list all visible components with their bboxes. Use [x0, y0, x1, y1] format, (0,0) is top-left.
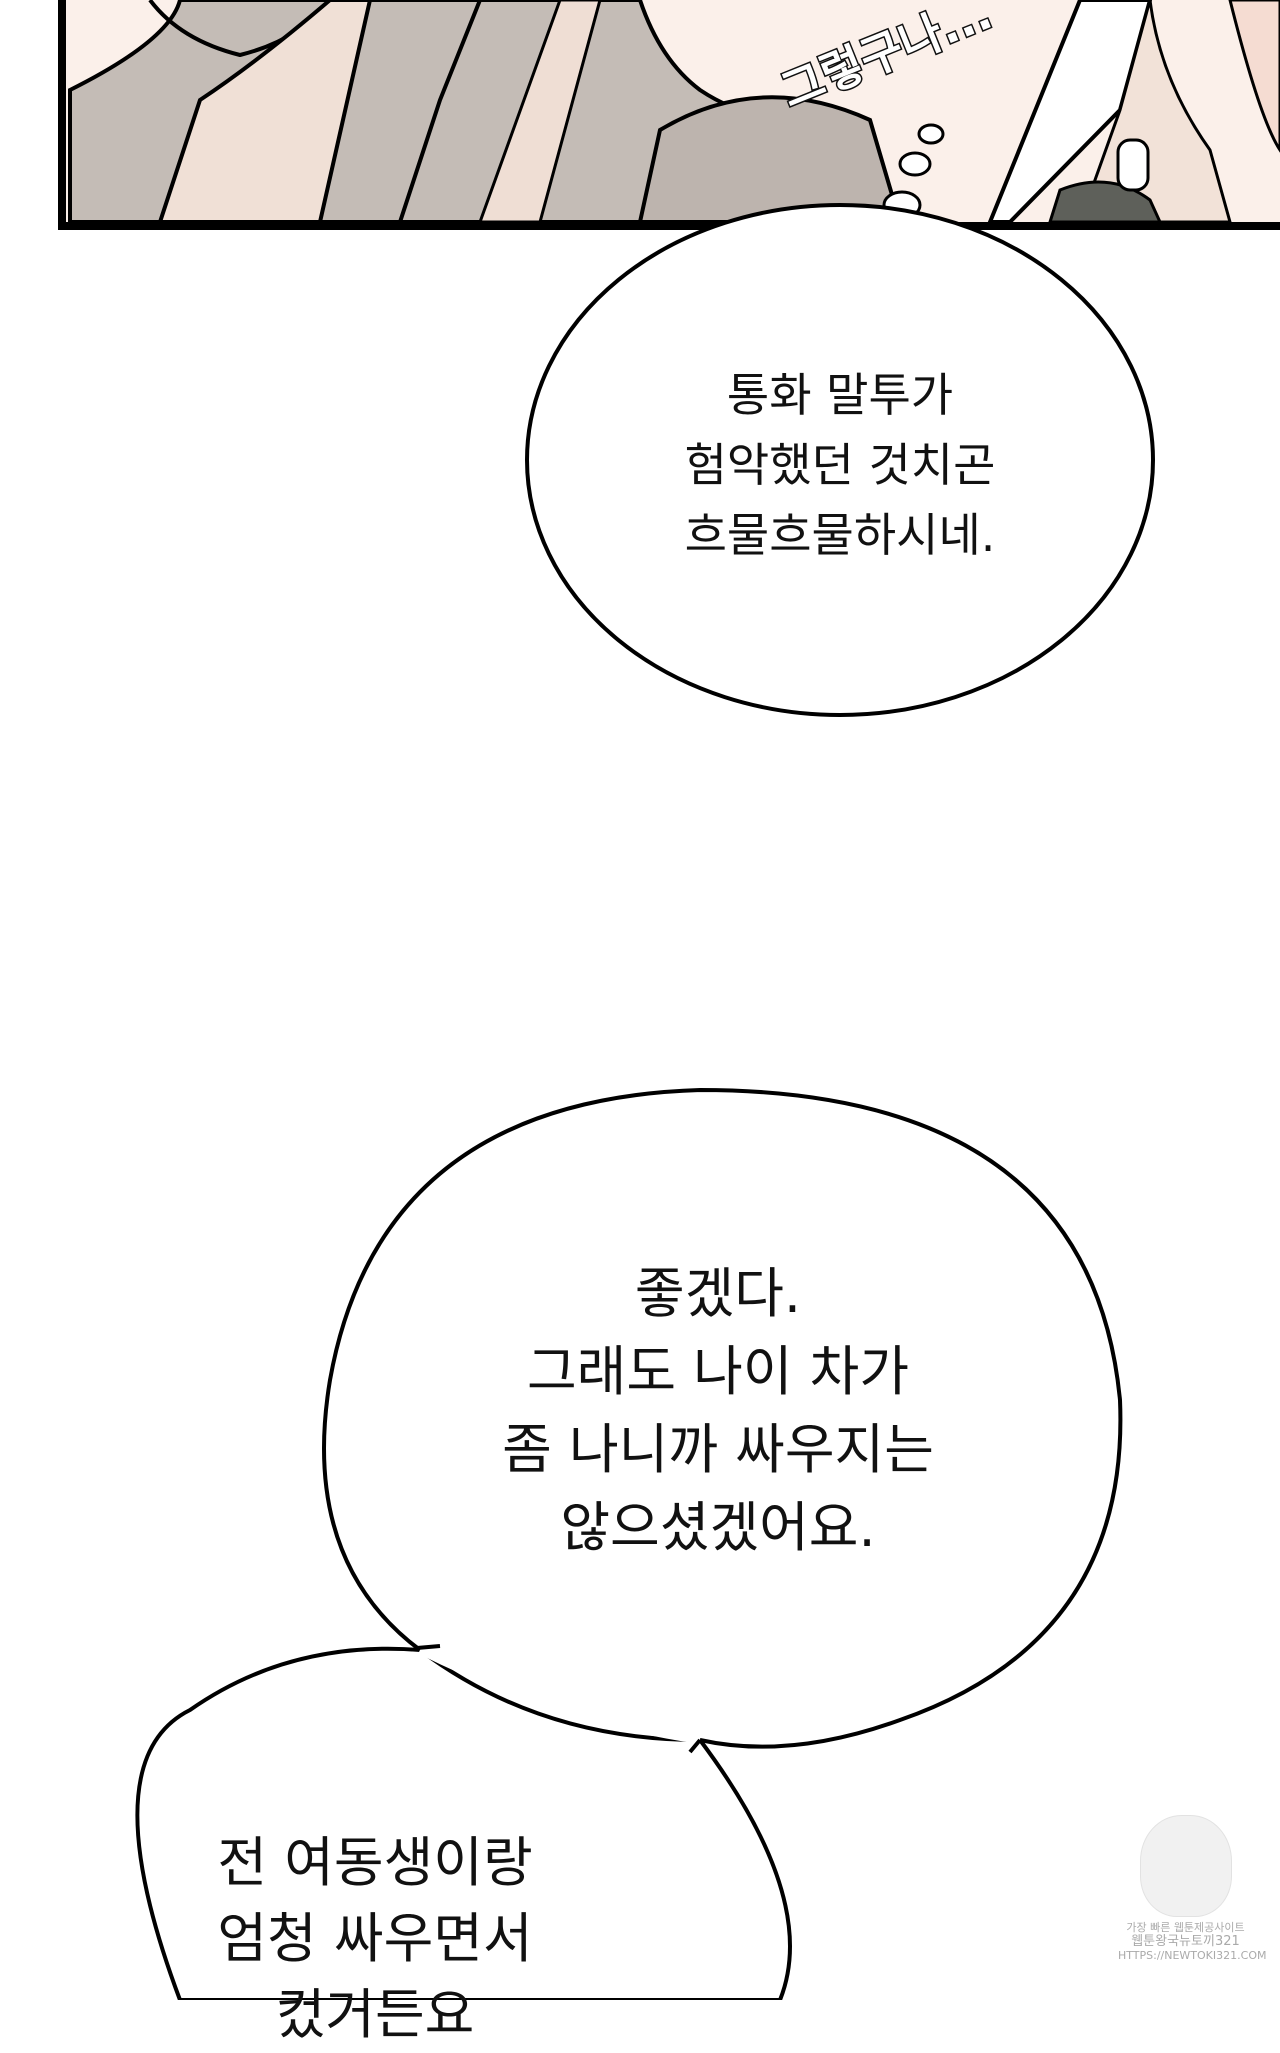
bubble-line: 통화 말투가 — [726, 368, 954, 422]
speech-bubble-text: 전 여동생이랑 엄청 싸우면서 컸거든요 — [217, 1825, 532, 2053]
bubble-line: 좋겠다. — [634, 1262, 802, 1325]
thought-dot — [917, 123, 945, 145]
watermark-mascot-icon — [1139, 1815, 1232, 1917]
watermark: 가장 빠른 웹툰제공사이트 웹툰왕국뉴토끼321 HTTPS://NEWTOKI… — [1118, 1815, 1267, 1963]
bubble-line: 엄청 싸우면서 — [217, 1907, 533, 1970]
thought-bubble — [525, 203, 1155, 717]
watermark-line: HTTPS://NEWTOKI321.COM — [1118, 1949, 1267, 1962]
speech-bubble-text: 좋겠다. 그래도 나이 차가 좀 나니까 싸우지는 않으셨겠어요. — [502, 1255, 934, 1567]
thought-dot — [898, 151, 932, 177]
bubble-line: 컸거든요 — [275, 1983, 475, 2046]
comic-artwork — [58, 0, 1280, 2000]
bubble-line: 않으셨겠어요. — [560, 1496, 876, 1559]
bubble-line: 좀 나니까 싸우지는 — [502, 1418, 934, 1481]
bubble-line: 험악했던 것치곤 — [684, 438, 996, 492]
watermark-line: 가장 빠른 웹툰제공사이트 — [1126, 1921, 1245, 1934]
panel-illustration — [58, 0, 1280, 230]
thought-bubble-text: 통화 말투가 험악했던 것치곤 흐물흐물하시네. — [685, 360, 996, 570]
watermark-line: 웹툰왕국뉴토끼321 — [1131, 1934, 1240, 1949]
bubble-line: 그래도 나이 차가 — [526, 1340, 910, 1403]
bubble-line: 흐물흐물하시네. — [684, 508, 996, 562]
bubble-line: 전 여동생이랑 — [217, 1831, 533, 1894]
speech-bubble — [322, 1087, 1123, 1749]
